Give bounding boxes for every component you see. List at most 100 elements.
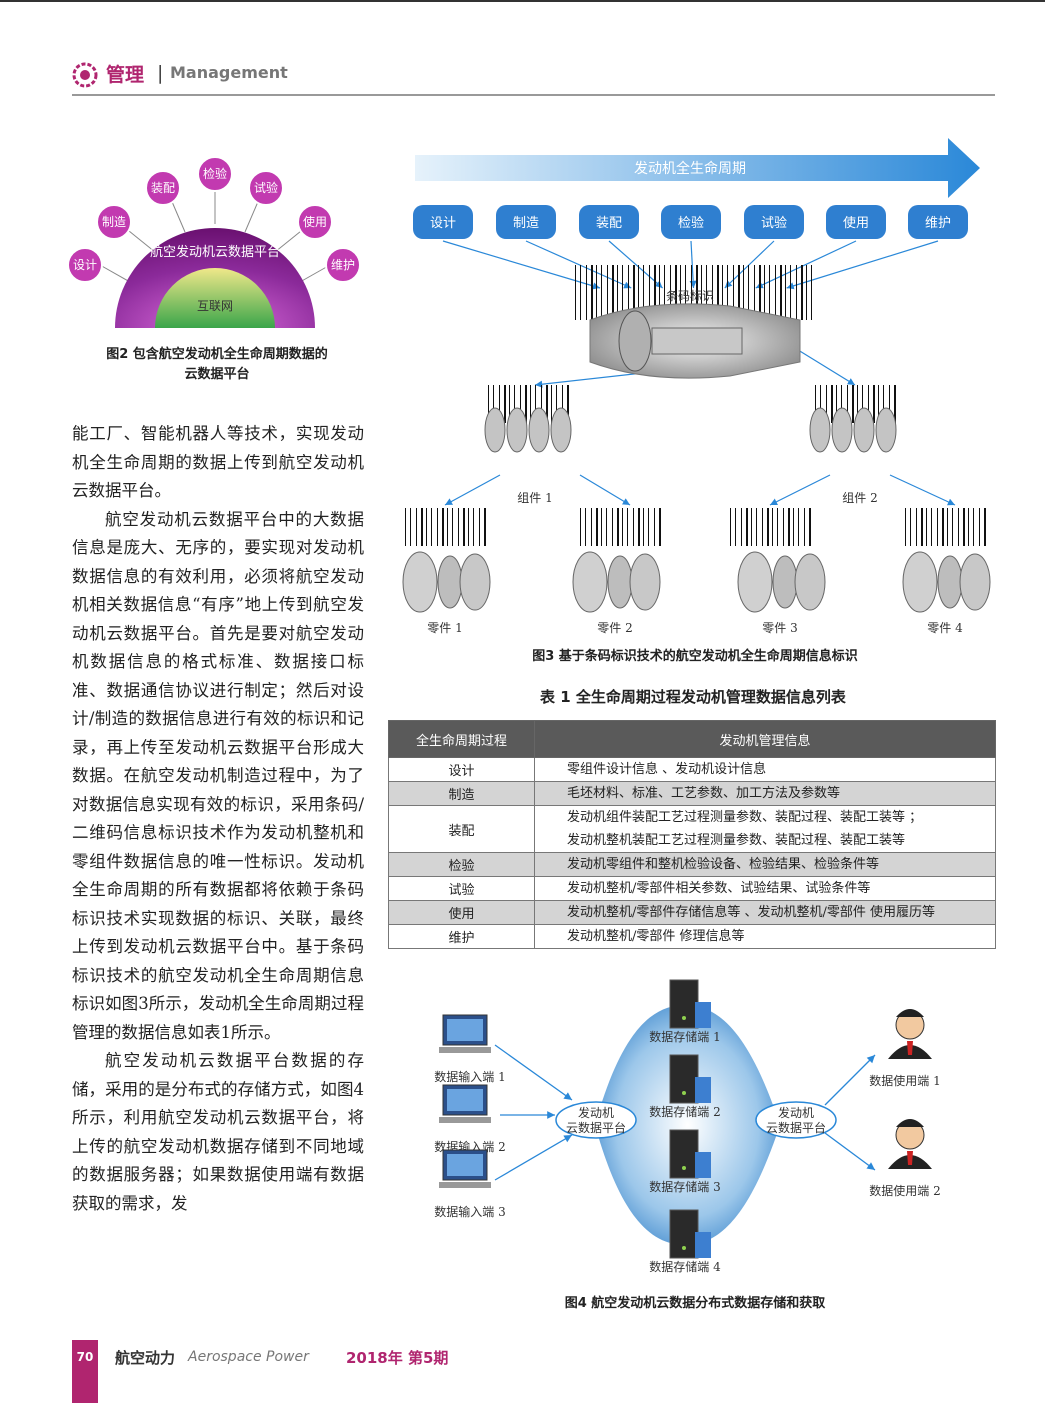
stage-button [826, 205, 886, 239]
stage-label: 检验 [678, 215, 704, 231]
table-row: 维护发动机整机/零部件 修理信息等 [388, 924, 996, 949]
flow-arrow [724, 240, 775, 289]
footer-bar [72, 1340, 98, 1403]
cloud-label-line2: 云数据平台 [766, 1120, 826, 1135]
flow-arrow [494, 1134, 573, 1181]
barcode-icon [815, 385, 896, 423]
barcode-icon [580, 508, 661, 546]
stage-label: 试验 [761, 215, 787, 231]
flow-arrow [608, 240, 663, 289]
user-label: 数据使用端 1 [869, 1073, 940, 1088]
flow-arrow [789, 344, 856, 386]
part-image [737, 551, 826, 613]
barcode-icon [905, 508, 986, 546]
section-category: 管理 [106, 64, 145, 86]
part-label: 零件 4 [927, 621, 963, 635]
paragraph: 能工厂、智能机器人等技术，实现发动机全生命周期的数据上传到航空发动机云数据平台。 [72, 424, 364, 500]
table-header-row: 全生命周期过程 发动机管理信息 [388, 720, 996, 758]
lifecycle-stage-cell: 检验 [388, 852, 535, 877]
management-info-cell: 发动机整机/零部件相关参数、试验结果、试验条件等 [534, 876, 996, 901]
lifecycle-stage-cell: 维护 [388, 924, 535, 949]
part-image [402, 551, 491, 613]
lifecycle-arrow-label: 发动机全生命周期 [634, 160, 746, 177]
figure-2-caption-line2: 云数据平台 [184, 367, 250, 382]
stage-label: 试验 [254, 180, 278, 195]
part-label: 零件 2 [597, 621, 632, 635]
stage-node [325, 247, 360, 283]
journal-name: 航空动力 [115, 1349, 176, 1367]
table-row: 制造 毛坯材料、标准、工艺参数、加工方法及参数等 [388, 781, 996, 806]
paragraph: 航空发动机云数据平台数据的存储，采用的是分布式的存储方式，如图4所示，利用航空发… [72, 1051, 364, 1213]
flow-arrow [444, 474, 501, 506]
part-label: 零件 1 [427, 621, 462, 635]
lifecycle-stage-cell: 装配 [388, 805, 535, 853]
internet-label: 互联网 [197, 299, 233, 313]
internet-semicircle [155, 268, 275, 328]
barcode-icon [730, 508, 811, 546]
server-icon [669, 1129, 711, 1179]
info-line: 发动机整机/零部件存储信息等 、发动机整机/零部件 使用履历等 [567, 905, 936, 920]
info-line: 发动机整机/零部件相关参数、试验结果、试验条件等 [567, 881, 871, 896]
server-icon [669, 979, 711, 1029]
lifecycle-stage-cell: 试验 [388, 876, 535, 901]
info-line: 发动机组件装配工艺过程测量参数、装配过程、装配工装等 ； [567, 810, 923, 825]
flow-arrow [525, 240, 632, 289]
stage-button [908, 205, 968, 239]
storage-cloud-shape [595, 1005, 780, 1245]
table-row: 使用发动机整机/零部件存储信息等 、发动机整机/零部件 使用履历等 [388, 900, 996, 925]
flow-arrow [579, 474, 631, 506]
storage-label: 数据存储端 4 [649, 1259, 721, 1274]
stage-button [661, 205, 721, 239]
stage-label: 使用 [843, 215, 869, 231]
stage-label: 制造 [513, 216, 539, 231]
lifecycle-stage-cell: 制造 [388, 781, 535, 806]
stage-button [413, 205, 473, 239]
journal-issue: 2018年 第5期 [346, 1349, 449, 1367]
component-label: 组件 1 [517, 491, 552, 505]
user-avatar-icon [888, 1119, 932, 1169]
component-label: 组件 2 [842, 491, 877, 505]
stage-node [96, 204, 132, 240]
table-header-cell: 发动机管理信息 [534, 720, 996, 758]
body-text-column: 能工厂、智能机器人等技术，实现发动机全生命周期的数据上传到航空发动机云数据平台。… [72, 420, 364, 1218]
table-row: 设计零组件设计信息 、发动机设计信息 [388, 757, 996, 782]
stage-label: 装配 [151, 181, 175, 195]
stage-button [579, 205, 639, 239]
stage-label: 使用 [303, 214, 327, 229]
header-rule [72, 94, 995, 96]
computer-icon [439, 1014, 491, 1053]
paragraph: 航空发动机云数据平台中的大数据信息是庞大、无序的，要实现对发动机数据信息的有效利… [72, 509, 364, 1042]
header-separator: | [157, 62, 164, 84]
stage-label: 装配 [596, 216, 622, 231]
management-info-cell: 发动机零组件和整机检验设备、检验结果、检验条件等 [534, 852, 996, 877]
management-info-cell: 毛坯材料、标准、工艺参数、加工方法及参数等 [534, 781, 996, 806]
cloud-platform-icon: 发动机云数据平台 [555, 1101, 637, 1139]
journal-name-en: Aerospace Power [188, 1349, 309, 1365]
flow-arrow [786, 240, 939, 290]
stage-label: 设计 [430, 216, 456, 231]
component-image [484, 407, 572, 453]
figure-2-caption-line1: 图2 包含航空发动机全生命周期数据的 [106, 347, 328, 362]
table-row: 装配发动机组件装配工艺过程测量参数、装配过程、装配工装等 ；发动机整机装配工艺过… [388, 805, 996, 853]
info-line: 毛坯材料、标准、工艺参数、加工方法及参数等 [567, 786, 841, 801]
stage-label: 制造 [102, 215, 126, 229]
management-info-cell: 发动机整机/零部件 修理信息等 [534, 924, 996, 949]
management-info-cell: 发动机整机/零部件存储信息等 、发动机整机/零部件 使用履历等 [534, 900, 996, 925]
stage-node [248, 170, 284, 206]
computer-icon [439, 1149, 491, 1188]
cloud-label-line2: 云数据平台 [566, 1120, 626, 1135]
stage-label: 检验 [203, 166, 227, 181]
user-avatar-icon [888, 1009, 932, 1059]
input-label: 数据输入端 3 [434, 1204, 505, 1219]
barcode-label: 条码标识 [666, 289, 714, 303]
management-logo-icon [72, 62, 98, 88]
table-1-caption: 表 1 全生命周期过程发动机管理数据信息列表 [540, 688, 846, 706]
flow-arrow [689, 240, 697, 289]
part-label: 零件 3 [762, 621, 797, 635]
figure-3-caption: 图3 基于条码标识技术的航空发动机全生命周期信息标识 [532, 649, 858, 664]
info-line: 发动机零组件和整机检验设备、检验结果、检验条件等 [567, 857, 880, 872]
stage-node [197, 156, 233, 192]
stage-label: 设计 [73, 258, 97, 272]
part-image [572, 551, 661, 613]
page-number: 70 [76, 1350, 94, 1364]
